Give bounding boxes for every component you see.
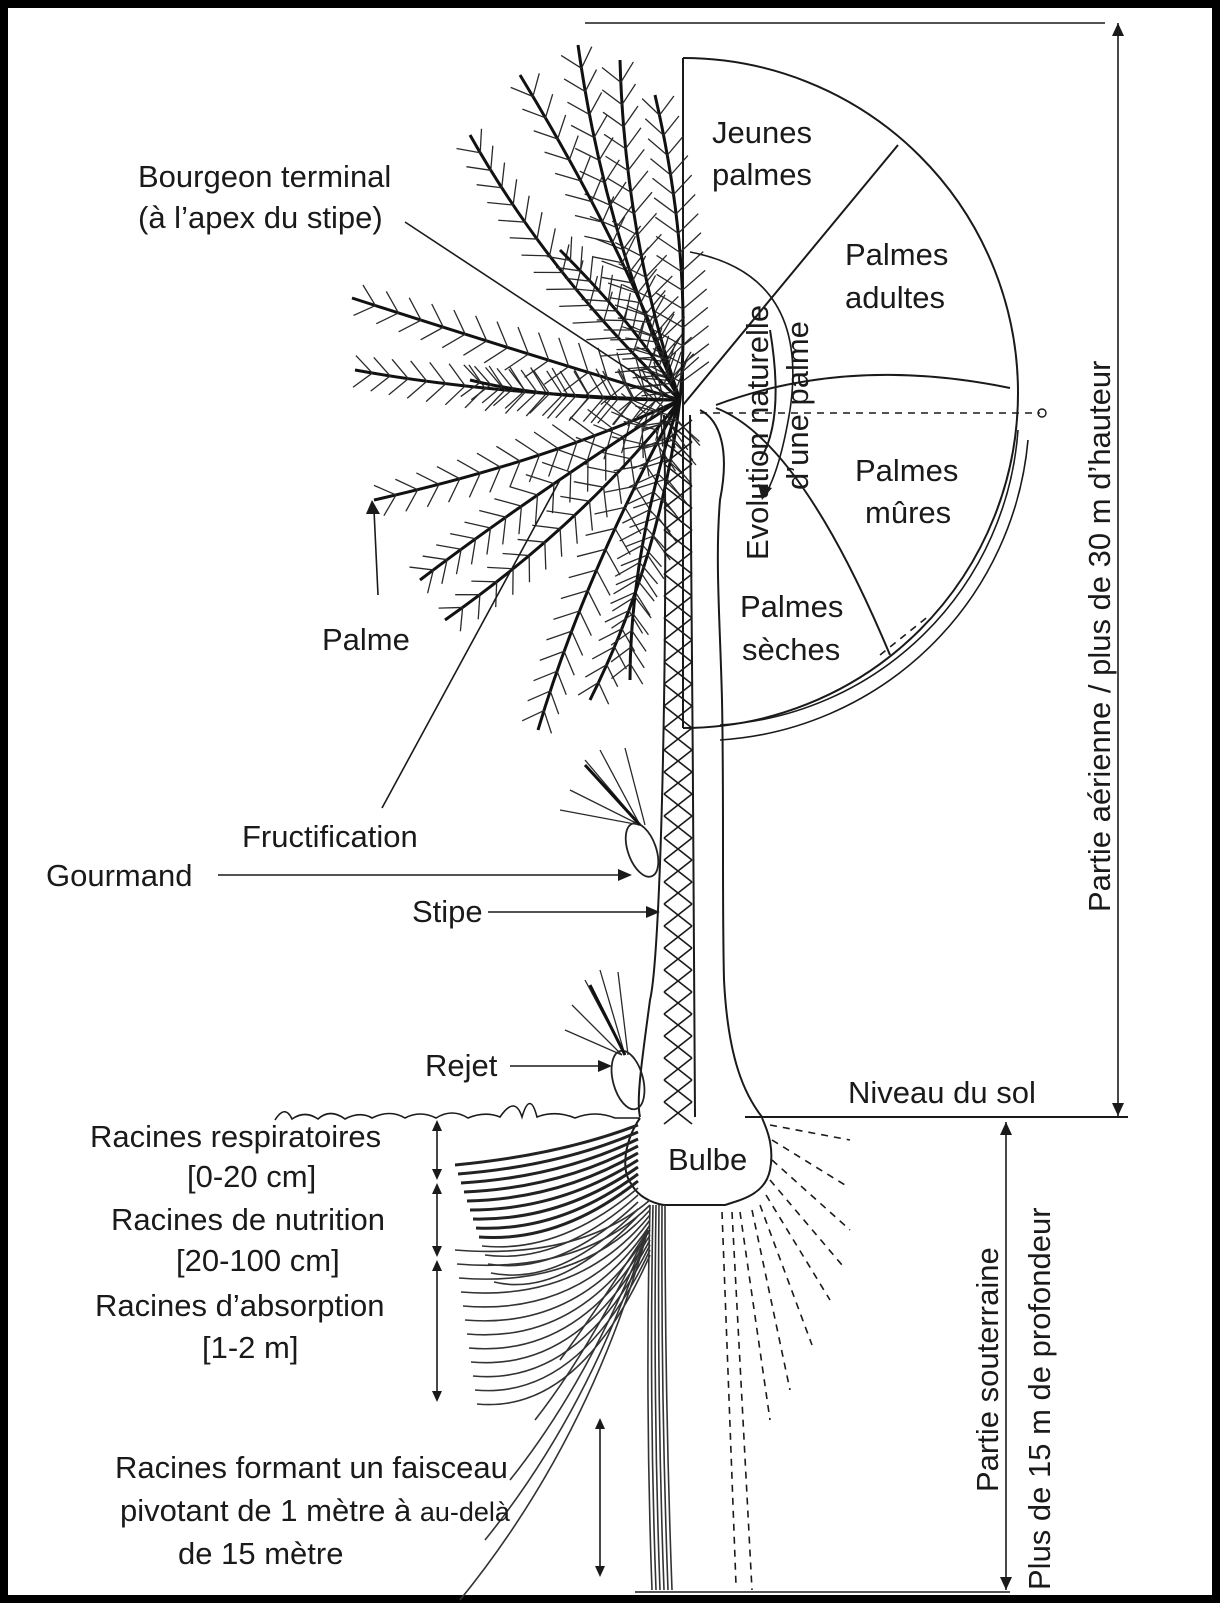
label-racines-nutrition-depth: [20-100 cm] [176,1243,340,1278]
label-racines-faisceau: Racines formant un faisceau [115,1450,508,1485]
label-racines-nutrition: Racines de nutrition [111,1202,385,1237]
frond [353,356,680,427]
label-gourmand: Gourmand [46,858,192,893]
label-rejet: Rejet [425,1048,498,1083]
label-profondeur: Plus de 15 m de profondeur [1022,1207,1057,1590]
pointer-stipe [488,906,660,918]
pointer-rejet [510,1060,612,1072]
frond [461,365,680,427]
label-palmes-mures-1: Palmes [855,453,958,488]
trunk-cross-hatch [664,420,692,1124]
label-bulbe: Bulbe [668,1142,747,1177]
label-jeunes-palmes-1: Jeunes [712,115,812,150]
label-palmes-adultes-1: Palmes [845,237,948,272]
label-bourgeon-terminal: Bourgeon terminal [138,159,391,194]
label-faisceau-au-dela: au-delà [420,1497,511,1527]
label-racines-respiratoires-depth: [0-20 cm] [187,1159,316,1194]
label-palmes-seches-2: sèches [742,632,840,667]
frond [439,400,680,631]
label-racines-respiratoires: Racines respiratoires [90,1119,381,1154]
label-racines-faisceau-line2: pivotant de 1 mètre à au-delà [120,1493,511,1528]
label-palme: Palme [322,622,410,657]
label-racines-faisceau-line3: de 15 mètre [178,1536,343,1571]
underground-dimension [635,1122,1012,1592]
label-palmes-seches-1: Palmes [740,589,843,624]
label-apex-du-stipe: (à l’apex du stipe) [138,200,383,235]
pointer-palme [366,500,380,595]
label-palmes-adultes-2: adultes [845,280,945,315]
label-partie-aerienne: Partie aérienne / plus de 30 m d’hauteur [1082,361,1117,912]
label-niveau-du-sol: Niveau du sol [848,1075,1036,1110]
label-evolution-naturelle: Evolution naturelle [740,305,775,560]
label-racines-absorption: Racines d’absorption [95,1288,385,1323]
gourmand-offshoot [560,748,665,881]
roots [455,1125,672,1600]
rejet-offshoot [565,970,650,1113]
label-stipe: Stipe [412,894,483,929]
label-fructification: Fructification [242,819,418,854]
ground-grass [275,1104,640,1121]
dashed-roots [722,1125,850,1590]
label-dune-palme: d’une palme [780,321,815,490]
label-faisceau-pivotant: pivotant de 1 mètre à [120,1493,420,1528]
label-partie-souterraine: Partie souterraine [970,1247,1005,1492]
label-jeunes-palmes-2: palmes [712,157,812,192]
label-racines-absorption-depth: [1-2 m] [202,1330,298,1365]
frond [374,385,680,515]
pointer-gourmand [218,869,632,881]
label-palmes-mures-2: mûres [865,495,951,530]
